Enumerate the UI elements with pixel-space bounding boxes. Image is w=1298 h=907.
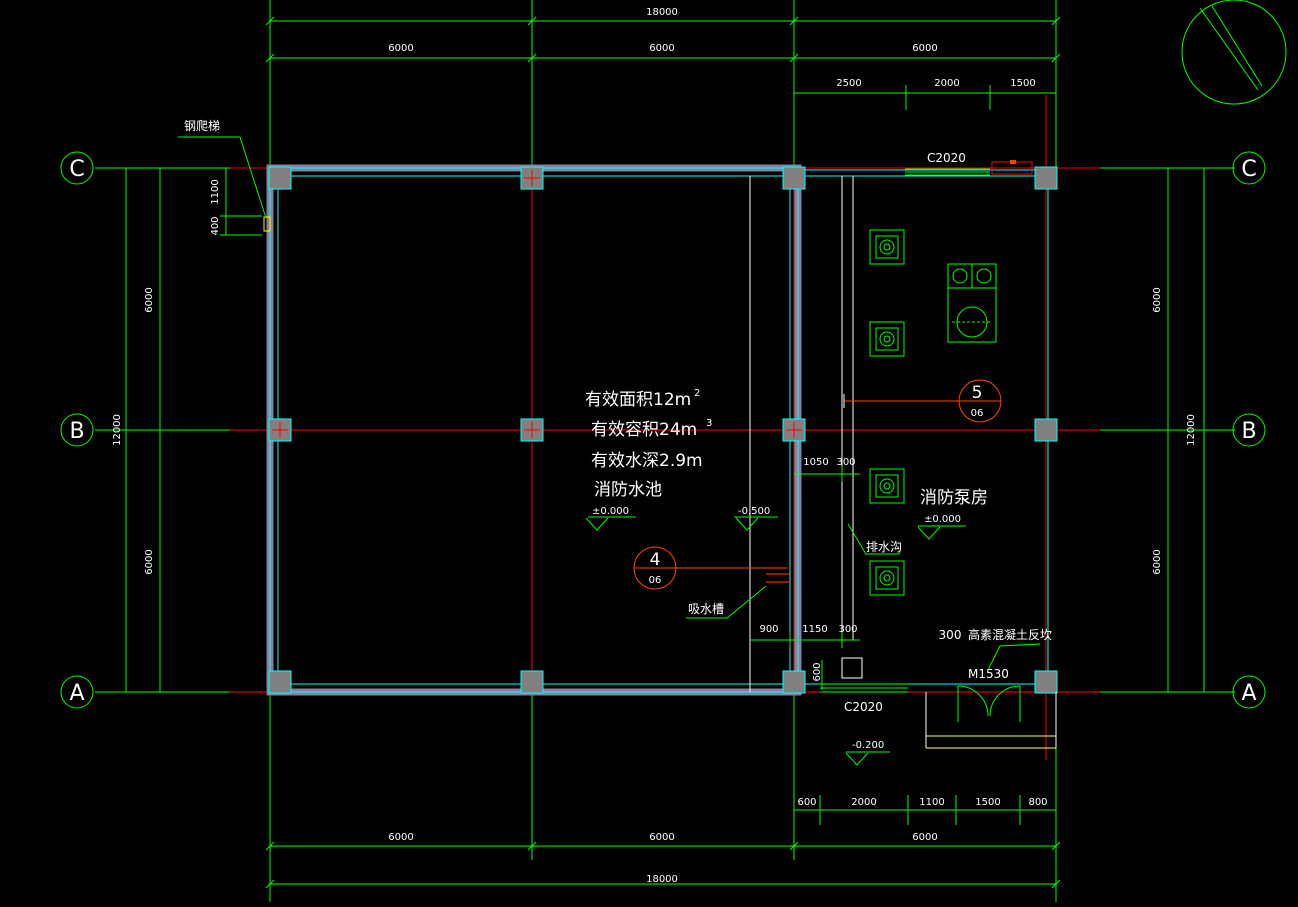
elevation-markers <box>585 516 966 766</box>
callout-5-sheet: 06 <box>971 408 984 419</box>
pump-equipment <box>841 229 997 679</box>
dim-bot-bay-3: 6000 <box>912 832 937 843</box>
pressure-tank-icon <box>947 263 997 343</box>
dim-bot-sub-5: 800 <box>1028 797 1047 808</box>
dim-bot-1150: 1150 <box>802 624 827 635</box>
dimension-ticks <box>265 16 1061 889</box>
dim-left-bay-1: 6000 <box>144 287 155 312</box>
pump-room-text: 消防泵房 <box>920 488 988 508</box>
pump-2-icon <box>869 321 905 357</box>
section-callouts <box>633 379 1002 590</box>
elev-pool-suction: -0.500 <box>738 506 770 517</box>
suction-leader <box>686 585 767 619</box>
axis-bubbles <box>60 151 1266 709</box>
pool-area-text: 有效面积12m <box>585 390 691 410</box>
pool-name-text: 消防水池 <box>594 480 662 500</box>
dim-bot-sub-2: 2000 <box>851 797 876 808</box>
ladder-label: 钢爬梯 <box>184 119 220 133</box>
door-m1530 <box>925 685 1057 749</box>
pool-area-sup: 2 <box>694 388 700 399</box>
pit-leader <box>987 643 1041 671</box>
axis-b-left: B <box>69 419 84 444</box>
pump-4-icon <box>869 560 905 596</box>
dim-pit-300: 300 <box>939 628 962 642</box>
ladder-icon <box>178 136 271 232</box>
dim-right-total: 12000 <box>1186 414 1197 446</box>
dim-bot-bay-1: 6000 <box>388 832 413 843</box>
axis-a-left: A <box>69 681 84 706</box>
window-label-bottom: C2020 <box>844 700 883 714</box>
dim-ladder-1100: 1100 <box>210 179 221 204</box>
dim-left-total: 12000 <box>112 414 123 446</box>
dim-right-bay-1: 6000 <box>1152 287 1163 312</box>
dim-top-bay-1: 6000 <box>388 43 413 54</box>
dim-left-bay-2: 6000 <box>144 549 155 574</box>
suction-tank-marker <box>766 573 790 583</box>
pit-note-label: 高素混凝土反坎 <box>968 627 1052 642</box>
dim-top-total: 18000 <box>646 7 678 18</box>
dim-bot-600: 600 <box>812 662 823 681</box>
callout-4-number: 4 <box>650 550 661 570</box>
pool-depth-text: 有效水深2.9m <box>591 451 703 471</box>
dim-top-bay-3: 6000 <box>912 43 937 54</box>
suction-tank-label: 吸水槽 <box>688 602 724 616</box>
callout-4-sheet: 06 <box>649 575 662 586</box>
elev-outdoor: -0.200 <box>852 740 884 751</box>
dim-ladder-400: 400 <box>210 216 221 235</box>
drain-label: 排水沟 <box>866 540 902 554</box>
window-c2020-bottom <box>820 683 908 693</box>
pump-3-icon <box>869 468 905 504</box>
window-c2020-top <box>905 160 1033 176</box>
axis-a-right: A <box>1241 681 1256 706</box>
dim-mid-300: 300 <box>836 457 855 468</box>
drain-leader <box>847 523 900 555</box>
door-label: M1530 <box>968 667 1009 681</box>
window-label-top: C2020 <box>927 151 966 165</box>
dim-bot-sub-1: 600 <box>797 797 816 808</box>
dim-bot-sub-3: 1100 <box>919 797 944 808</box>
elev-pump-floor: ±0.000 <box>924 514 961 525</box>
pool-volume-text: 有效容积24m <box>591 420 697 440</box>
dim-bot-bay-2: 6000 <box>649 832 674 843</box>
dimension-lines <box>120 20 1210 885</box>
axis-c-left: C <box>69 157 84 182</box>
dim-bot-total: 18000 <box>646 874 678 885</box>
north-arrow-icon <box>1181 0 1287 105</box>
pool-volume-sup: 3 <box>706 418 712 429</box>
dim-bot-300: 300 <box>838 624 857 635</box>
dim-top-sub-2: 2000 <box>934 78 959 89</box>
dim-mid-1050: 1050 <box>803 457 828 468</box>
axis-b-right: B <box>1241 419 1256 444</box>
dim-bot-sub-4: 1500 <box>975 797 1000 808</box>
dim-top-bay-2: 6000 <box>649 43 674 54</box>
dim-right-bay-2: 6000 <box>1152 549 1163 574</box>
pump-1-icon <box>869 229 905 265</box>
elev-pool-floor: ±0.000 <box>592 506 629 517</box>
axis-c-right: C <box>1241 157 1256 182</box>
dim-top-sub-1: 2500 <box>836 78 861 89</box>
dim-bot-900: 900 <box>759 624 778 635</box>
callout-5-number: 5 <box>972 383 983 403</box>
sump-icon <box>841 657 863 679</box>
column-center-marks <box>272 170 802 438</box>
dim-top-sub-3: 1500 <box>1010 78 1035 89</box>
